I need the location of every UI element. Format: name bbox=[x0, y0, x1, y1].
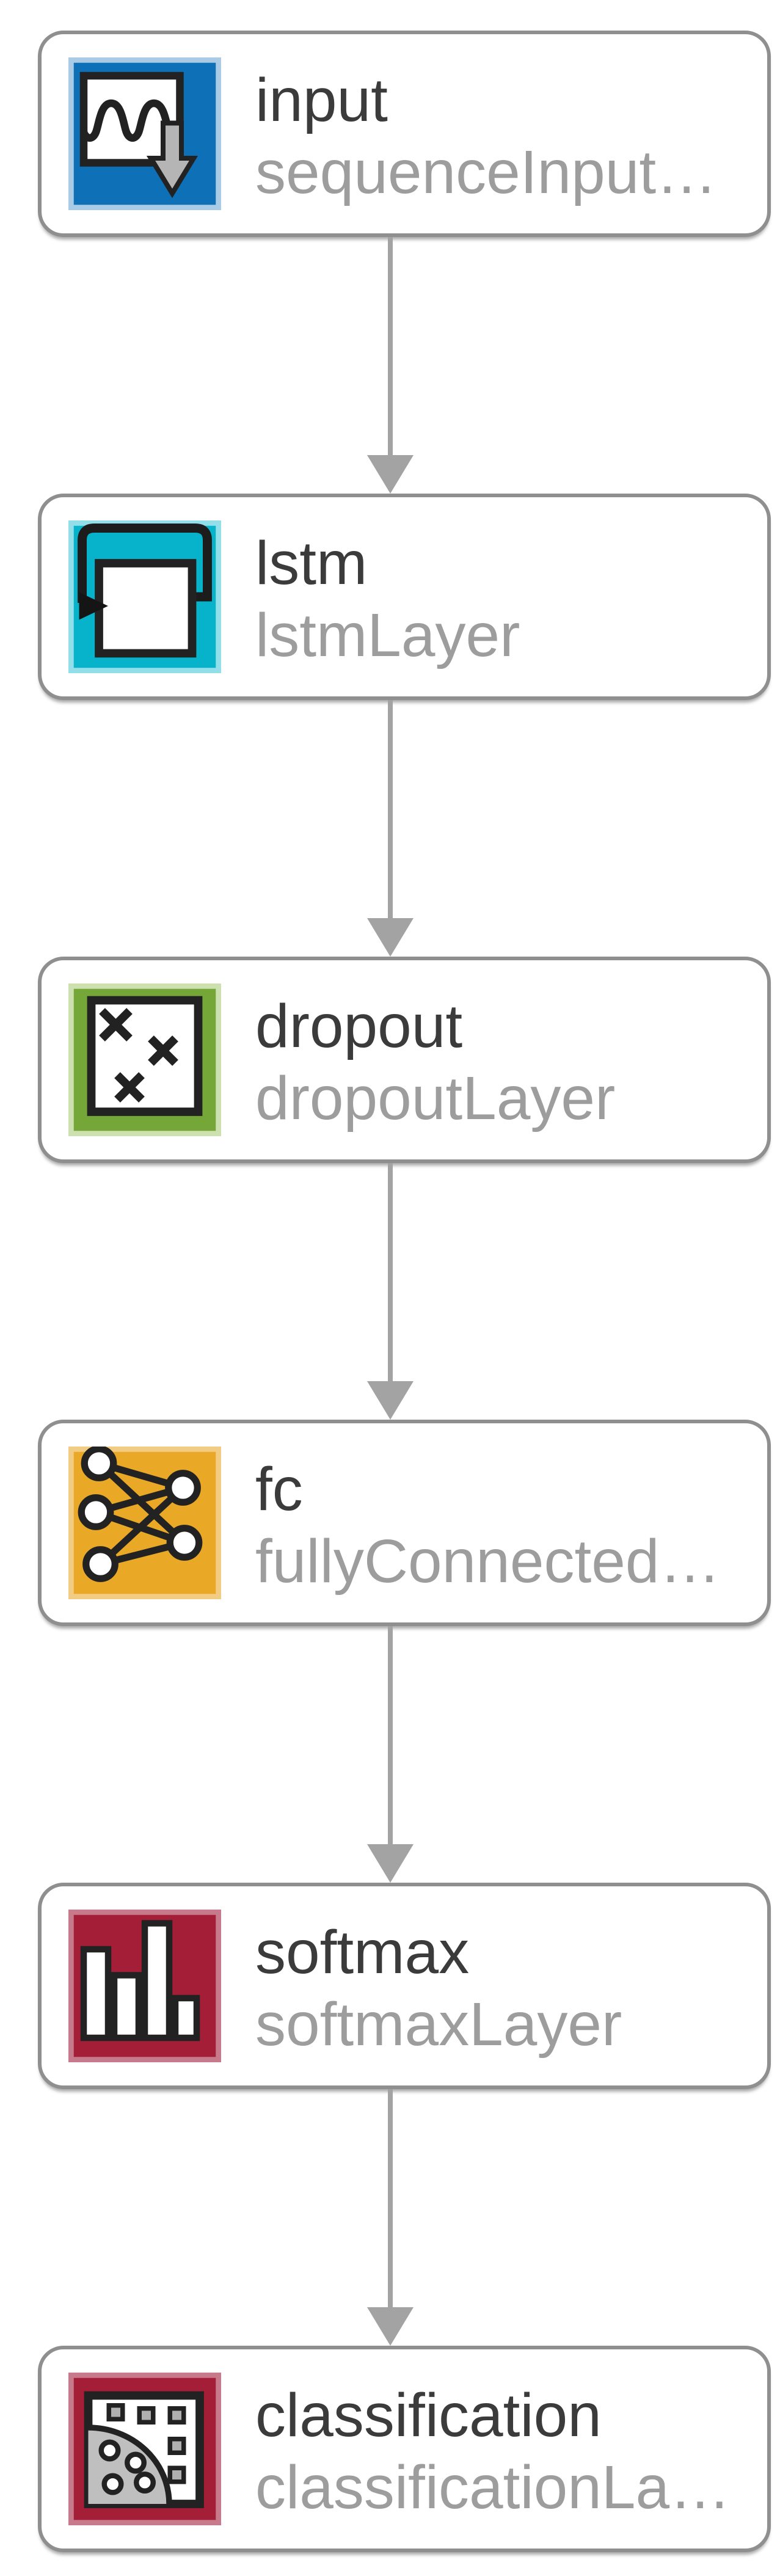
layer-name: fc bbox=[255, 1455, 303, 1523]
arrowhead-icon bbox=[366, 1844, 414, 1883]
arrowhead-icon bbox=[366, 1381, 414, 1420]
layer-name: input bbox=[255, 66, 388, 134]
classification-icon bbox=[68, 2373, 221, 2525]
fully-connected-icon bbox=[68, 1447, 221, 1599]
arrowhead-icon bbox=[366, 918, 414, 957]
layer-type: softmaxLayer bbox=[255, 1990, 622, 2059]
edge-line bbox=[387, 700, 393, 918]
lstm-icon bbox=[68, 520, 221, 673]
layer-type: sequenceInput… bbox=[255, 138, 718, 206]
edge-input-lstm bbox=[0, 237, 780, 494]
edge-fc-softmax bbox=[0, 1626, 780, 1883]
layer-type: lstmLayer bbox=[255, 601, 520, 670]
layer-type: classificationLa… bbox=[255, 2453, 731, 2522]
edge-dropout-fc bbox=[0, 1163, 780, 1420]
dropout-icon bbox=[68, 983, 221, 1136]
edge-line bbox=[387, 1163, 393, 1381]
edge-line bbox=[387, 2089, 393, 2307]
layer-name: dropout bbox=[255, 992, 463, 1060]
layer-type: fullyConnected… bbox=[255, 1527, 721, 1596]
sequence-input-icon bbox=[68, 57, 221, 210]
layer-name: softmax bbox=[255, 1918, 470, 1987]
edge-line bbox=[387, 237, 393, 455]
arrowhead-icon bbox=[366, 2307, 414, 2346]
edge-lstm-dropout bbox=[0, 700, 780, 957]
edge-softmax-classification bbox=[0, 2089, 780, 2346]
arrowhead-icon bbox=[366, 455, 414, 494]
softmax-icon bbox=[68, 1910, 221, 2062]
layer-type: dropoutLayer bbox=[255, 1064, 616, 1133]
edge-line bbox=[387, 1626, 393, 1844]
layer-name: lstm bbox=[255, 529, 368, 597]
layer-name: classification bbox=[255, 2381, 602, 2450]
